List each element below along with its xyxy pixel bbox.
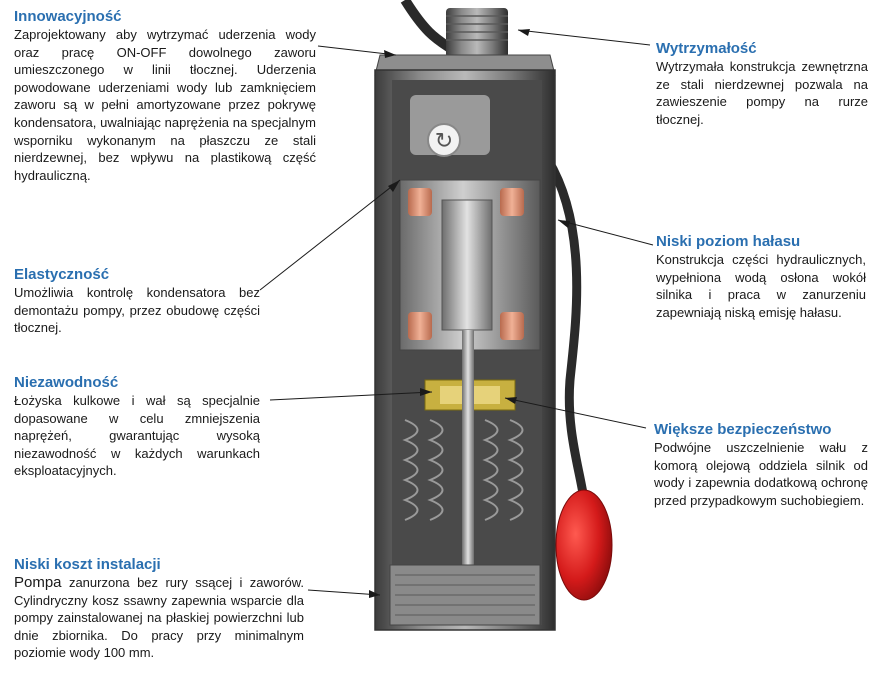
callout-innowacyjnosc: Innowacyjność Zaprojektowany aby wytrzym…: [14, 8, 316, 184]
float-cable: [544, 157, 589, 501]
callout-niezawodnosc: Niezawodność Łożyska kulkowe i wał są sp…: [14, 374, 260, 480]
callout-wytrzymalosc: Wytrzymałość Wytrzymała konstrukcja zewn…: [656, 40, 868, 128]
float-switch: [555, 489, 613, 601]
callout-text: Konstrukcja części hydraulicznych, wypeł…: [656, 252, 866, 320]
callout-title: Niezawodność: [14, 374, 119, 391]
callout-bezpieczenstwo: Większe bezpieczeństwo Podwójne uszczeln…: [654, 421, 868, 509]
impeller-stages: [402, 419, 524, 521]
callout-niski-poziom-halasu: Niski poziom hałasu Konstrukcja części h…: [656, 233, 866, 321]
callout-title: Niski koszt instalacji: [14, 556, 161, 573]
callout-text: Zaprojektowany aby wytrzymać uderzenia w…: [14, 27, 316, 183]
callout-title: Niski poziom hałasu: [656, 233, 801, 250]
callout-title: Innowacyjność: [14, 8, 122, 25]
callout-title: Większe bezpieczeństwo: [654, 421, 832, 438]
callout-title: Elastyczność: [14, 266, 110, 283]
winding-top-right: [500, 188, 524, 216]
winding-top-left: [408, 188, 432, 216]
callout-elastycznosc: Elastyczność Umożliwia kontrolę kondensa…: [14, 266, 260, 337]
capacitor-symbol: [427, 123, 461, 157]
callout-rest: zanurzona bez rury ssącej i zaworów. Cyl…: [14, 575, 304, 661]
callout-lead: Pompa: [14, 574, 62, 591]
svg-text:↻: ↻: [435, 129, 453, 154]
motor-rotor: [441, 199, 493, 331]
callout-text: Wytrzymała konstrukcja zewnętrzna ze sta…: [656, 59, 868, 127]
callout-text: Pompa zanurzona bez rury ssącej i zaworó…: [14, 574, 304, 662]
pump-shaft: [462, 330, 474, 570]
callout-text: Umożliwia kontrolę kondensatora bez demo…: [14, 285, 260, 336]
winding-bottom-right: [500, 312, 524, 340]
winding-bottom-left: [408, 312, 432, 340]
discharge-outlet: [446, 8, 508, 58]
callout-text: Podwójne uszczelnienie wału z komorą ole…: [654, 440, 868, 508]
callout-title: Wytrzymałość: [656, 40, 757, 57]
callout-text: Łożyska kulkowe i wał są specjalnie dopa…: [14, 393, 260, 479]
leader-lines: [259, 29, 654, 596]
callout-niski-koszt: Niski koszt instalacji Pompa zanurzona b…: [14, 556, 304, 662]
